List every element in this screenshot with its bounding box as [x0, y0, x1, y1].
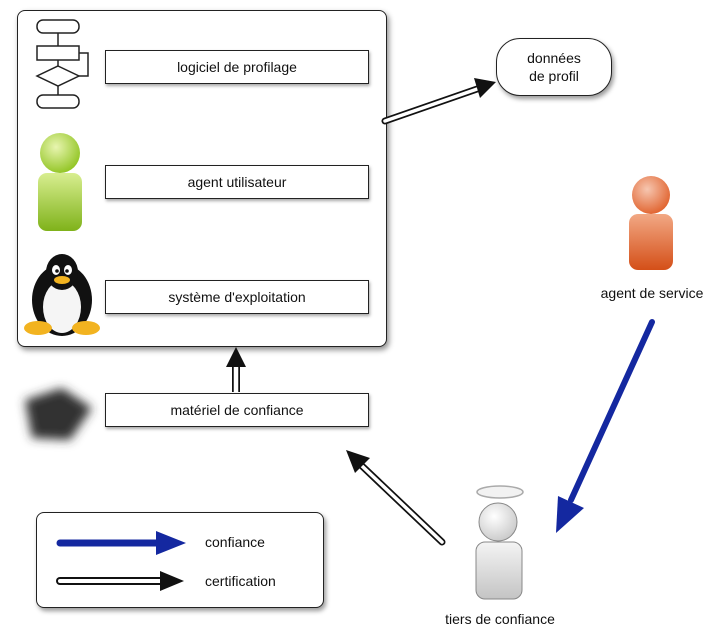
profiling-software-box: logiciel de profilage — [105, 50, 369, 84]
trust-arrow-service-to-third-party — [556, 319, 655, 533]
service-agent-caption: agent de service — [577, 285, 719, 301]
trusted-third-party-caption: tiers de confiance — [420, 611, 580, 627]
legend-certification-arrow — [56, 571, 184, 591]
profile-data-bubble: données de profil — [496, 38, 612, 96]
profiling-software-label: logiciel de profilage — [177, 59, 297, 75]
trusted-hardware-label: matériel de confiance — [170, 402, 304, 418]
legend — [36, 512, 324, 608]
profile-data-line1: données — [527, 50, 581, 66]
operating-system-label: système d'exploitation — [168, 289, 306, 305]
user-agent-label: agent utilisateur — [187, 174, 287, 190]
legend-trust-arrow — [56, 531, 186, 555]
certification-arrow-profile-data — [381, 78, 496, 125]
legend-trust-label: confiance — [205, 534, 265, 550]
legend-certification-label: certification — [205, 573, 276, 589]
trusted-hardware-box: matériel de confiance — [105, 393, 369, 427]
service-agent-label: agent de service — [600, 285, 704, 301]
operating-system-box: système d'exploitation — [105, 280, 369, 314]
certification-arrow-hardware-to-system — [226, 347, 246, 392]
certification-arrow-third-party-to-hardware — [346, 450, 446, 546]
profile-data-line2: de profil — [529, 68, 579, 84]
trusted-third-party-label: tiers de confiance — [445, 611, 555, 627]
user-agent-box: agent utilisateur — [105, 165, 369, 199]
